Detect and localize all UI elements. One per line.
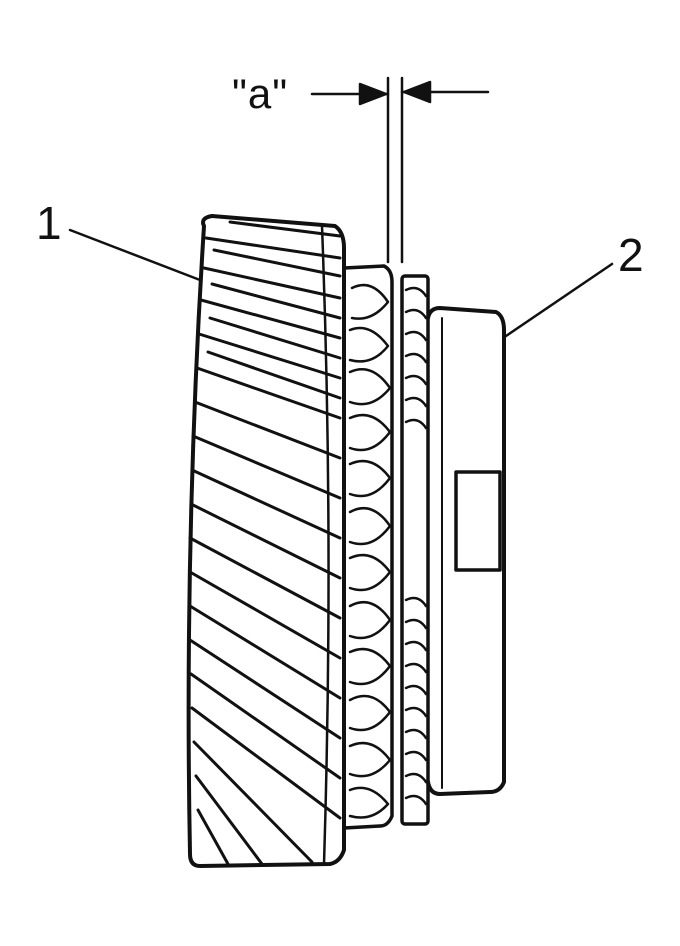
callout-1-leader <box>68 228 202 282</box>
gap-a-label: "a" <box>232 70 289 117</box>
dimension-arrow-right <box>402 80 432 104</box>
dimension-arrow-left <box>358 82 388 106</box>
helical-gear-teeth <box>188 220 342 866</box>
clutch-body <box>426 306 506 796</box>
clutch-body-slot <box>454 470 502 572</box>
callout-2-label: 2 <box>618 229 644 281</box>
helical-gear-edge <box>320 224 330 866</box>
gap-dimension <box>310 76 490 264</box>
hub-splines <box>348 283 392 819</box>
splined-hub <box>342 264 394 830</box>
callout-2-leader <box>504 262 614 338</box>
helical-gear <box>186 214 346 868</box>
splined-hub-outline <box>342 264 394 830</box>
synchronizer-ring <box>400 274 430 826</box>
callout-1-label: 1 <box>36 197 62 249</box>
clutch-body-outline <box>426 306 506 796</box>
synchronizer-ring-outline <box>400 274 430 826</box>
helical-gear-outline <box>186 214 346 868</box>
ring-teeth <box>404 286 428 806</box>
